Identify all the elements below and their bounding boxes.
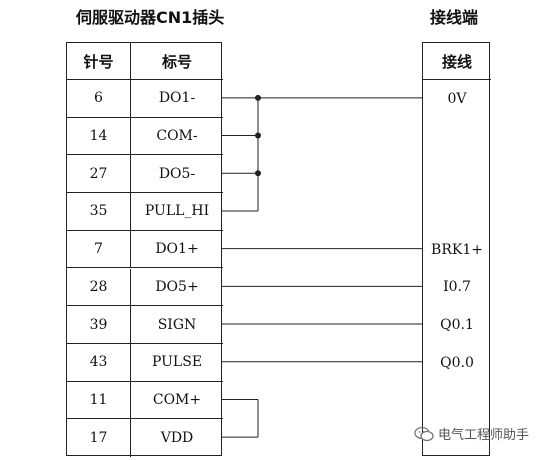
watermark-text: 电气工程师助手 — [438, 428, 530, 443]
pin-number: 43 — [67, 343, 131, 382]
terminal-label: Q0.1 — [440, 317, 474, 334]
terminal-label: BRK1+ — [431, 241, 483, 258]
terminal-label: Q0.0 — [440, 354, 474, 371]
watermark: 电气工程师助手 — [414, 424, 529, 443]
signal-label: PULL_HI — [131, 193, 223, 231]
header-wiring: 接线 — [423, 43, 491, 80]
terminal-title: 接线端 — [430, 8, 479, 27]
pin-number: 28 — [67, 268, 131, 307]
pin-number: 35 — [67, 193, 131, 231]
signal-label: COM+ — [131, 382, 223, 420]
signal-label: SIGN — [131, 306, 223, 344]
junction-dot — [255, 170, 261, 177]
signal-label: DO5+ — [131, 269, 223, 307]
signal-label: DO5- — [131, 155, 223, 194]
pin-number: 27 — [67, 155, 131, 194]
pin-number: 14 — [67, 117, 131, 156]
wechat-icon — [414, 426, 434, 441]
terminal-label: 0V — [447, 90, 467, 107]
signal-label: DO1+ — [131, 231, 223, 269]
pin-number: 39 — [67, 306, 131, 344]
servo-connector-title: 伺服驱动器CN1插头 — [76, 8, 225, 27]
header-label: 标号 — [131, 43, 223, 80]
signal-label: COM- — [131, 118, 223, 156]
pin-number: 6 — [67, 80, 131, 118]
junction-dot — [255, 132, 261, 139]
pin-number: 17 — [67, 419, 131, 457]
signal-label: VDD — [160, 430, 194, 447]
junction-dot — [255, 94, 261, 101]
header-pin: 针号 — [67, 43, 131, 80]
terminal-label: I0.7 — [443, 279, 471, 296]
signal-label: PULSE — [131, 344, 223, 382]
pin-number: 7 — [67, 230, 131, 269]
pin-number: 11 — [67, 381, 131, 420]
signal-label: DO1- — [131, 80, 223, 118]
